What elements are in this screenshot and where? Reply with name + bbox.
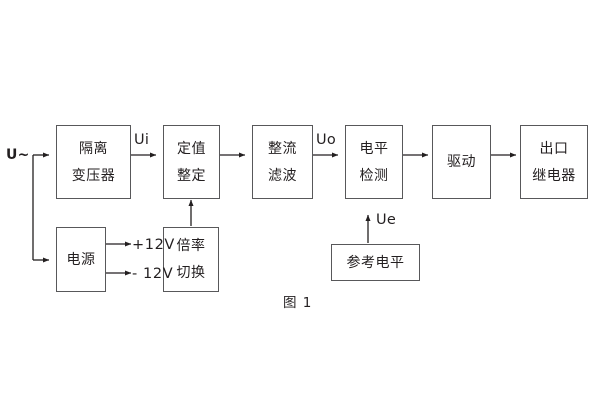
- block-level-detection[interactable]: 电平 检测: [345, 125, 403, 199]
- block-reference-level-line-1: 参考电平: [346, 254, 405, 271]
- signal-label-uo: Uo: [316, 132, 336, 148]
- block-level-detection-line-1: 电平: [359, 140, 389, 157]
- block-drive[interactable]: 驱动: [432, 125, 491, 199]
- block-multiplier-switch-line-1: 倍率: [176, 238, 206, 254]
- signal-label-ue: Ue: [376, 212, 396, 228]
- block-output-relay-line-2: 继电器: [532, 167, 576, 184]
- block-setting-adjustment-line-1: 定值: [177, 140, 206, 157]
- block-multiplier-switch[interactable]: 倍率 切换: [163, 227, 219, 292]
- signal-label-ui: Ui: [134, 132, 150, 148]
- block-reference-level[interactable]: 参考电平: [331, 244, 420, 281]
- block-output-relay[interactable]: 出口 继电器: [520, 125, 588, 199]
- rail-label-negative: - 12V: [132, 266, 174, 282]
- block-level-detection-line-2: 检测: [359, 167, 389, 184]
- block-rectify-filter[interactable]: 整流 滤波: [252, 125, 313, 199]
- block-isolation-transformer-line-1: 隔离: [79, 140, 108, 157]
- block-isolation-transformer[interactable]: 隔离 变压器: [56, 125, 131, 199]
- block-rectify-filter-line-1: 整流: [268, 140, 297, 157]
- block-multiplier-switch-line-2: 切换: [176, 265, 206, 281]
- block-rectify-filter-line-2: 滤波: [268, 167, 297, 184]
- block-setting-adjustment[interactable]: 定值 整定: [163, 125, 220, 199]
- block-drive-line-1: 驱动: [447, 154, 476, 170]
- input-label: U~: [6, 147, 30, 163]
- block-setting-adjustment-line-2: 整定: [177, 167, 206, 184]
- block-output-relay-line-1: 出口: [539, 140, 569, 157]
- figure-caption: 图 1: [283, 295, 313, 311]
- block-isolation-transformer-line-2: 变压器: [71, 167, 116, 184]
- rail-label-positive: +12V: [132, 237, 175, 253]
- block-power-supply[interactable]: 电源: [56, 227, 106, 292]
- block-power-supply-line-1: 电源: [66, 251, 96, 268]
